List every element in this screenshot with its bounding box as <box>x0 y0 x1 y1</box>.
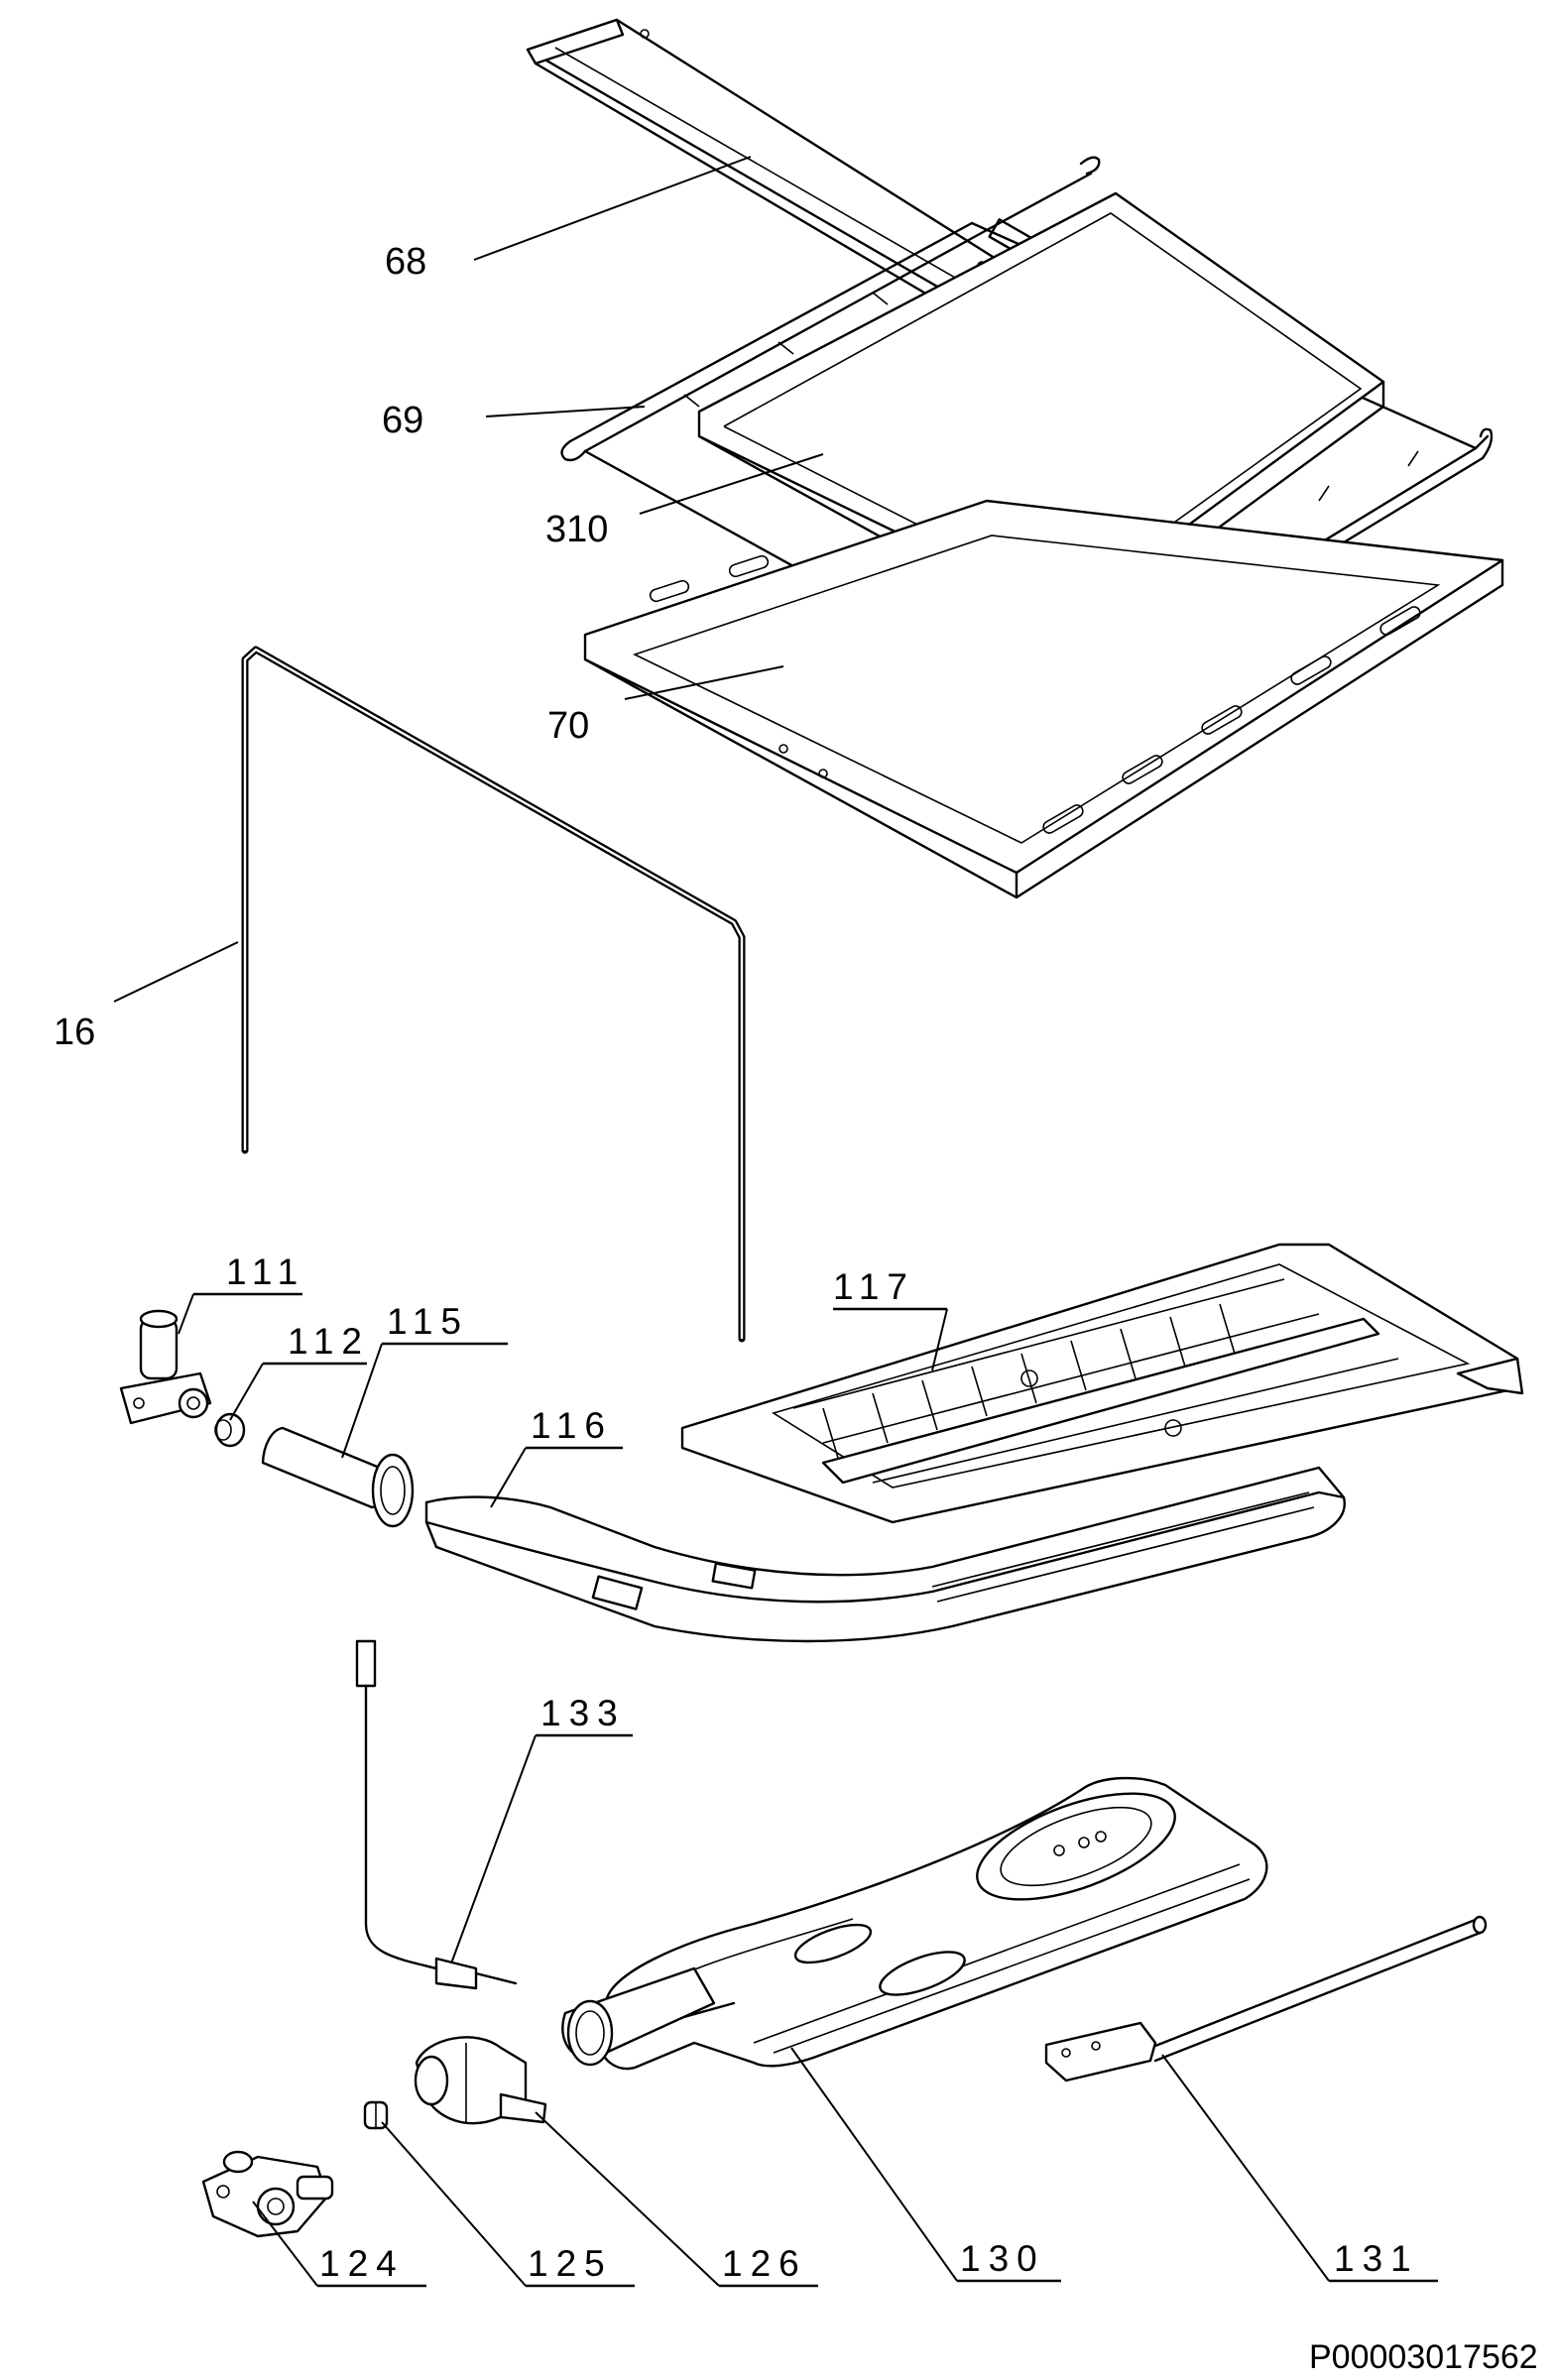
part-133-thermocouple <box>355 1639 518 1990</box>
callout-115: 115 <box>387 1301 469 1342</box>
part-126-clamp <box>414 2036 547 2125</box>
callout-69: 69 <box>382 400 423 441</box>
callout-16: 16 <box>54 1012 95 1053</box>
callout-117: 117 <box>833 1266 915 1307</box>
reference-code: P00003017562 <box>1309 2338 1538 2376</box>
part-16-heating-element <box>241 646 746 1343</box>
leader-lines <box>113 156 1330 2287</box>
part-130-burner <box>561 1776 1268 2071</box>
part-115-tube <box>261 1426 415 1528</box>
part-116-burner-tube <box>424 1466 1346 1643</box>
label-underlines <box>193 1292 1438 2288</box>
callout-116: 116 <box>531 1405 613 1446</box>
callout-310: 310 <box>545 509 608 550</box>
part-112-nozzle <box>214 1412 246 1448</box>
part-111-valve <box>119 1309 212 1425</box>
callout-111: 111 <box>226 1251 305 1292</box>
callout-130: 130 <box>960 2238 1045 2279</box>
part-125-nut <box>363 2100 389 2130</box>
callout-125: 125 <box>528 2243 613 2284</box>
callout-131: 131 <box>1334 2238 1419 2279</box>
callout-126: 126 <box>722 2243 807 2284</box>
part-124-valve <box>201 2150 334 2238</box>
part-131-bracket <box>1044 1915 1488 2082</box>
callout-133: 133 <box>540 1693 626 1733</box>
callout-70: 70 <box>547 705 589 747</box>
callout-112: 112 <box>288 1321 370 1362</box>
callout-124: 124 <box>319 2243 405 2284</box>
callout-labels: 68 69 310 70 16 111 112 115 116 117 133 … <box>54 241 1419 2284</box>
part-70-frame <box>583 499 1504 899</box>
part-117-deflector-plate <box>680 1243 1524 1524</box>
callout-68: 68 <box>385 241 426 283</box>
